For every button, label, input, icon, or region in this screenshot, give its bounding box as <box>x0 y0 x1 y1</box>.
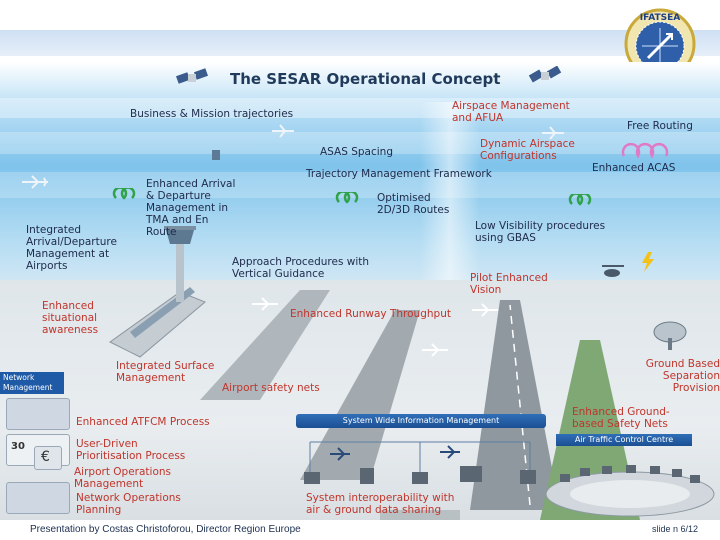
label-optimised-routes: Optimised 2D/3D Routes <box>377 192 450 216</box>
route-spiral-icon <box>568 194 592 206</box>
route-spiral-icon <box>335 192 359 204</box>
logo-text: IFATSEA <box>640 13 680 23</box>
label-dynamic-airspace: Dynamic Airspace Configurations <box>480 138 575 162</box>
ifatsea-logo: IFATSEA <box>624 8 696 80</box>
beacon-icon <box>212 150 220 160</box>
plane-icon <box>22 175 48 189</box>
sky-background <box>0 62 720 292</box>
helicopter-icon <box>602 265 624 277</box>
label-network-ops: Network Operations Planning <box>76 492 181 516</box>
label-enhanced-arrival: Enhanced Arrival & Departure Management … <box>146 178 236 238</box>
euro-icon: € <box>34 446 62 470</box>
label-atfcm: Enhanced ATFCM Process <box>76 416 210 428</box>
sky-band-2 <box>0 132 720 154</box>
label-airspace-mgmt: Airspace Management and AFUA <box>452 100 570 124</box>
swim-devices <box>304 441 536 484</box>
sky-band-1 <box>0 98 720 118</box>
atc-consoles <box>545 465 715 517</box>
satellite-icon <box>528 66 562 83</box>
plane-icon <box>472 303 498 317</box>
label-ground-safety: Enhanced Ground-based Safety Nets <box>572 406 670 430</box>
control-tower <box>164 226 196 302</box>
plane-icon <box>542 126 564 140</box>
lightning-icon <box>642 252 654 272</box>
label-enhanced-acas: Enhanced ACAS <box>592 162 676 174</box>
label-user-driven: User-Driven Prioritisation Process <box>76 438 186 462</box>
label-runway-throughput: Enhanced Runway Throughput <box>290 308 451 320</box>
label-low-visibility: Low Visibility procedures using GBAS <box>475 220 606 244</box>
label-ground-separation: Ground Based Separation Provision <box>645 358 720 394</box>
label-asas: ASAS Spacing <box>320 146 394 158</box>
route-spiral-icon <box>112 188 136 200</box>
diagram-title: The SESAR Operational Concept <box>230 70 501 88</box>
label-integrated-arrival: Integrated Arrival/Departure Management … <box>26 224 117 272</box>
satellite-icon <box>175 68 209 84</box>
plane-icon <box>252 297 278 311</box>
diagram-stage: 30 € Network Management System Wide Info… <box>0 62 720 520</box>
network-management-tag: Network Management <box>0 372 64 394</box>
atc-centre-bar: Air Traffic Control Centre <box>556 434 692 446</box>
label-interoperability: System interoperability with air & groun… <box>306 492 455 516</box>
label-surface: Integrated Surface Management <box>116 360 215 384</box>
footer-presenter: Presentation by Costas Christoforou, Dir… <box>30 524 301 535</box>
light-beam <box>420 102 480 292</box>
label-airport-safety: Airport safety nets <box>222 382 320 394</box>
sky-band-3 <box>0 172 720 198</box>
label-situational: Enhanced situational awareness <box>42 300 99 336</box>
label-free-routing: Free Routing <box>627 120 693 132</box>
plane-icon <box>422 343 448 357</box>
thumbnail-europe-map <box>6 482 70 514</box>
label-approach: Approach Procedures with Vertical Guidan… <box>232 256 370 280</box>
radar-icon <box>653 321 687 350</box>
label-tmf: Trajectory Management Framework <box>306 168 492 180</box>
label-business: Business & Mission trajectories <box>130 108 294 120</box>
footer <box>0 520 720 540</box>
top-band <box>0 30 720 56</box>
thumbnail-network-map <box>6 398 70 430</box>
slide-number: slide n 6/12 <box>652 524 699 534</box>
label-pilot-vision: Pilot Enhanced Vision <box>470 272 548 296</box>
swim-bar: System Wide Information Management <box>296 414 546 428</box>
clock-number: 30 <box>11 441 25 452</box>
plane-icon <box>272 124 294 138</box>
label-airport-ops: Airport Operations Management <box>74 466 172 490</box>
free-routing-loops-icon <box>621 142 669 159</box>
